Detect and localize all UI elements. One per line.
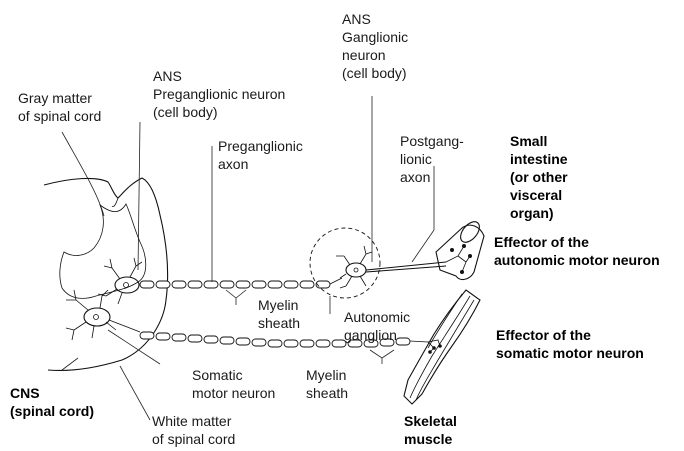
label-effector-autonomic: Effector of the autonomic motor neuron (494, 233, 660, 269)
skeletal-muscle (404, 290, 480, 404)
label-myelin-sheath-lower: Myelin sheath (306, 366, 348, 402)
spinal-cord (44, 178, 168, 371)
label-ans-preganglionic: ANS Preganglionic neuron (cell body) (153, 67, 285, 121)
label-cns: CNS (spinal cord) (10, 384, 94, 420)
label-small-intestine: Small intestine (or other visceral organ… (510, 132, 568, 222)
label-effector-somatic: Effector of the somatic motor neuron (496, 326, 644, 362)
small-intestine (436, 218, 484, 279)
preganglionic-axon-myelin (140, 278, 342, 288)
preganglionic-cell-body (98, 258, 142, 304)
label-skeletal-muscle: Skeletal muscle (404, 412, 457, 448)
label-myelin-sheath-upper: Myelin sheath (258, 296, 300, 332)
label-white-matter: White matter of spinal cord (152, 412, 235, 448)
label-autonomic-ganglion: Autonomic ganglion (344, 308, 410, 344)
label-somatic-motor-neuron: Somatic motor neuron (192, 366, 275, 402)
label-ans-ganglionic: ANS Ganglionic neuron (cell body) (342, 10, 408, 82)
label-preganglionic-axon: Preganglionic axon (218, 137, 303, 173)
myelin-bracket-lower (370, 350, 394, 364)
label-gray-matter: Gray matter of spinal cord (18, 89, 101, 125)
myelin-bracket-upper (226, 290, 246, 305)
label-postganglionic-axon: Postgang- lionic axon (400, 132, 464, 186)
